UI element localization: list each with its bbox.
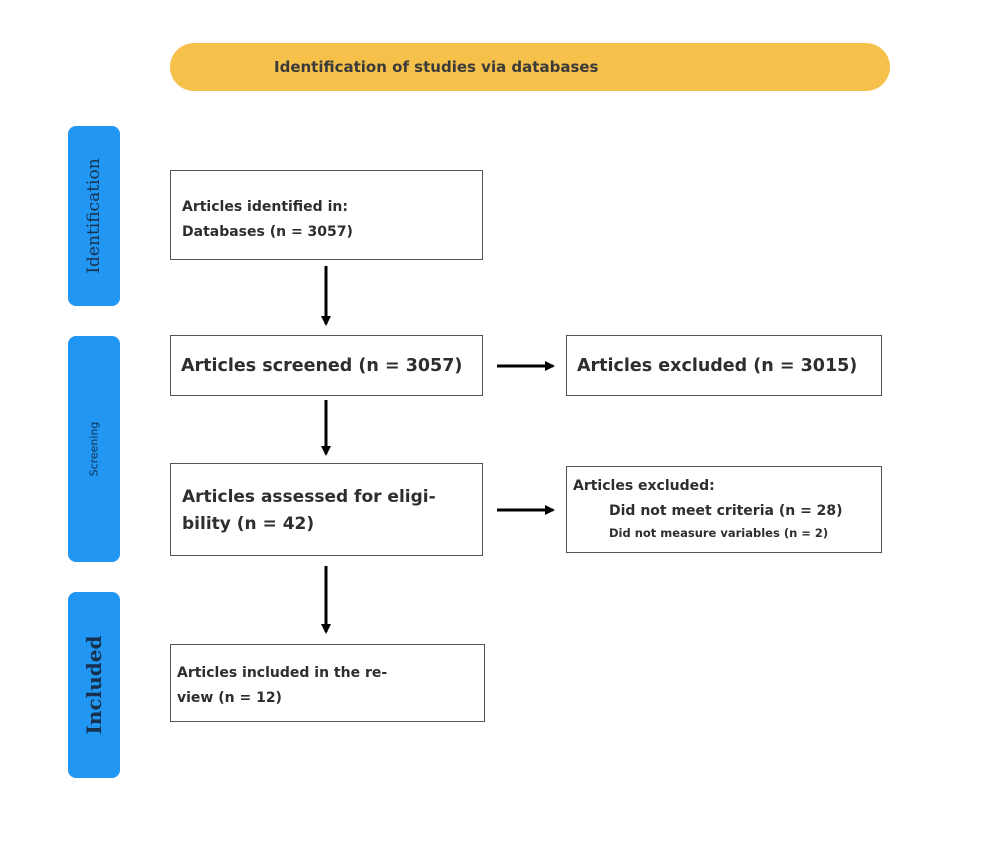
articles-screened-text: Articles screened (n = 3057) <box>181 355 463 376</box>
articles-assessed-line1: Articles assessed for eligi- <box>182 487 436 507</box>
articles-excluded-screening-text: Articles excluded (n = 3015) <box>577 355 858 376</box>
articles-included-box: Articles included in the re- view (n = 1… <box>170 644 485 722</box>
phase-screening-label: Screening <box>87 421 101 477</box>
articles-excluded-screening-box: Articles excluded (n = 3015) <box>566 335 882 396</box>
articles-included-line1: Articles included in the re- <box>177 665 388 681</box>
articles-identified-box: Articles identified in: Databases (n = 3… <box>170 170 483 260</box>
articles-identified-line1: Articles identified in: <box>182 199 348 215</box>
phase-included-tab: Included <box>68 592 120 778</box>
phase-identification-label: Identification <box>84 158 104 274</box>
articles-included-line2: view (n = 12) <box>177 690 282 706</box>
articles-excluded-eligibility-title: Articles excluded: <box>573 478 715 494</box>
articles-assessed-box: Articles assessed for eligi- bility (n =… <box>170 463 483 556</box>
phase-identification-tab: Identification <box>68 126 120 306</box>
articles-excluded-eligibility-box: Articles excluded: Did not meet criteria… <box>566 466 882 553</box>
phase-included-label: Included <box>82 635 106 735</box>
identification-header: Identification of studies via databases <box>170 43 890 91</box>
articles-screened-box: Articles screened (n = 3057) <box>170 335 483 396</box>
articles-identified-line2: Databases (n = 3057) <box>182 224 353 240</box>
articles-assessed-line2: bility (n = 42) <box>182 514 315 534</box>
phase-screening-tab: Screening <box>68 336 120 562</box>
exclusion-reason-variables: Did not measure variables (n = 2) <box>609 526 829 540</box>
header-title: Identification of studies via databases <box>274 58 599 76</box>
exclusion-reason-criteria: Did not meet criteria (n = 28) <box>609 503 843 519</box>
